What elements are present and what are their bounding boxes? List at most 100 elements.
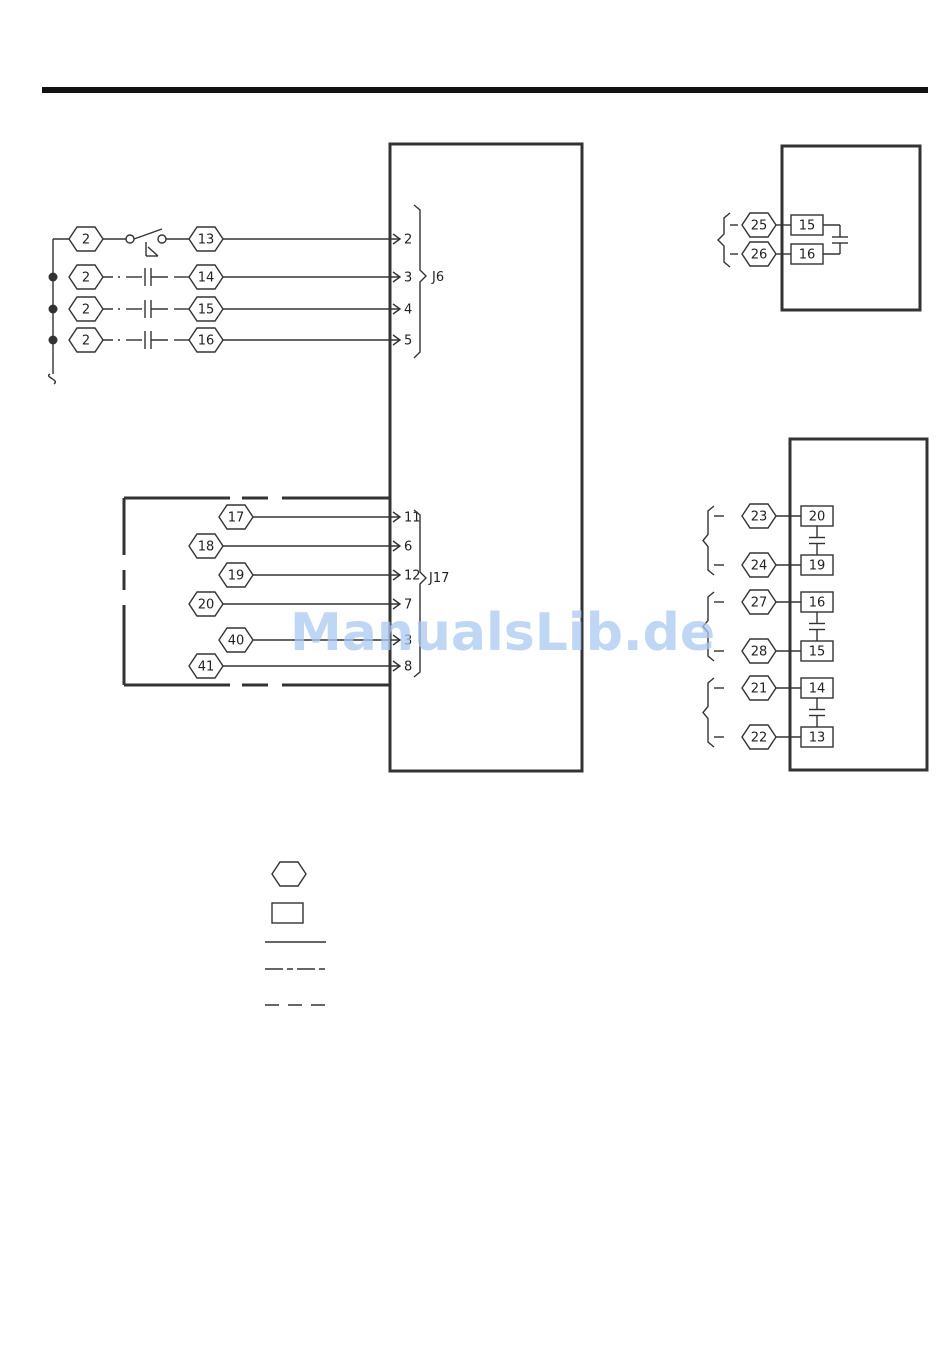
wire-marker-from: 2 xyxy=(69,265,103,289)
right-bottom-wire-rows: 23 20 24 19 27 16 28 15 21 14 22 13 xyxy=(703,504,833,749)
wire-number: 20 xyxy=(198,598,215,613)
power-bus xyxy=(49,239,71,384)
wire-marker: 18 xyxy=(189,534,223,558)
pin-number: 5 xyxy=(404,334,412,349)
wire-marker-from: 2 xyxy=(69,297,103,321)
terminal: 14 xyxy=(801,678,833,698)
wire-marker: 21 xyxy=(742,676,776,700)
terminal-number: 14 xyxy=(809,682,826,697)
pin-number: 3 xyxy=(404,271,412,286)
wire-marker: 40 xyxy=(219,628,253,652)
right-top-capacitor xyxy=(823,225,848,254)
wire-marker: 23 xyxy=(742,504,776,528)
wire-number: 19 xyxy=(228,569,245,584)
wire-number: 13 xyxy=(198,233,215,248)
j6-brace: J6 xyxy=(414,205,444,358)
wire-number: 41 xyxy=(198,660,215,675)
wire-number: 27 xyxy=(751,596,768,611)
j17-wire-row: 18 6 xyxy=(189,534,412,558)
pin-number: 2 xyxy=(404,233,412,248)
terminal-number: 19 xyxy=(809,559,826,574)
wire-number: 28 xyxy=(751,645,768,660)
right-bottom-wire-row: 21 14 xyxy=(714,676,833,700)
terminal-number: 16 xyxy=(799,248,816,263)
right-bottom-wire-row: 27 16 xyxy=(714,590,833,614)
wire-number: 24 xyxy=(751,559,768,574)
terminal: 16 xyxy=(791,244,823,264)
left-wire-rows: 2 13 2 2 14 3 2 15 4 2 16 5 xyxy=(69,227,412,352)
wire-number: 2 xyxy=(82,303,90,318)
terminal: 20 xyxy=(801,506,833,526)
switch-contact xyxy=(126,235,134,243)
wire-marker: 28 xyxy=(742,639,776,663)
right-bottom-wire-row: 28 15 xyxy=(714,639,833,663)
wire-number: 40 xyxy=(228,634,245,649)
wire-number: 18 xyxy=(198,540,215,555)
wire-number: 2 xyxy=(82,271,90,286)
terminal-number: 13 xyxy=(809,731,826,746)
wire-number: 2 xyxy=(82,233,90,248)
wire-marker: 25 xyxy=(742,213,776,237)
wire-number: 2 xyxy=(82,334,90,349)
right-bottom-wire-row: 24 19 xyxy=(714,553,833,577)
right-bottom-wire-row: 23 20 xyxy=(714,504,833,528)
wire-marker: 22 xyxy=(742,725,776,749)
switch-contact xyxy=(158,235,166,243)
j17-label: J17 xyxy=(428,571,449,586)
watermark: ManualsLib.de xyxy=(290,603,715,663)
left-wire-row: 2 15 4 xyxy=(69,297,412,321)
wire-marker: 24 xyxy=(742,553,776,577)
terminal: 15 xyxy=(801,641,833,661)
wire-marker-from: 2 xyxy=(69,227,103,251)
wire-marker-to: 15 xyxy=(189,297,223,321)
wire-number: 26 xyxy=(751,248,768,263)
right-bottom-wire-row: 22 13 xyxy=(714,725,833,749)
wire-marker: 27 xyxy=(742,590,776,614)
header-rule xyxy=(42,87,928,93)
wire-marker-to: 14 xyxy=(189,265,223,289)
main-module-box xyxy=(390,144,582,771)
wire-number: 14 xyxy=(198,271,215,286)
left-wire-row: 2 14 3 xyxy=(69,265,412,289)
wire-number: 22 xyxy=(751,731,768,746)
wire-marker: 26 xyxy=(742,242,776,266)
right-top-wire-row: 25 15 xyxy=(730,213,823,237)
j6-label: J6 xyxy=(431,270,444,285)
pin-number: 6 xyxy=(404,540,412,555)
terminal: 16 xyxy=(801,592,833,612)
terminal-number: 15 xyxy=(799,219,816,234)
terminal-number: 20 xyxy=(809,510,826,525)
wire-marker-to: 13 xyxy=(189,227,223,251)
wire-number: 16 xyxy=(198,334,215,349)
pin-number: 4 xyxy=(404,303,412,318)
left-wire-row: 2 16 5 xyxy=(69,328,412,352)
legend xyxy=(265,862,326,1005)
right-top-brace xyxy=(718,213,730,267)
wire-number: 23 xyxy=(751,510,768,525)
wire-number: 17 xyxy=(228,511,245,526)
pair-brace xyxy=(703,678,714,747)
wire-marker-from: 2 xyxy=(69,328,103,352)
terminal: 19 xyxy=(801,555,833,575)
pin-number: 12 xyxy=(404,569,421,584)
left-wire-row: 2 13 2 xyxy=(69,227,412,256)
right-top-wire-rows: 25 15 26 16 xyxy=(730,213,823,266)
wire-marker: 20 xyxy=(189,592,223,616)
terminal: 13 xyxy=(801,727,833,747)
right-top-wire-row: 26 16 xyxy=(730,242,823,266)
wire-marker: 17 xyxy=(219,505,253,529)
terminal-number: 15 xyxy=(809,645,826,660)
switch-actuator xyxy=(148,247,158,256)
terminal-number: 16 xyxy=(809,596,826,611)
wire-marker-to: 16 xyxy=(189,328,223,352)
pair-brace xyxy=(703,506,714,575)
wire-number: 15 xyxy=(198,303,215,318)
legend-rectangle-symbol xyxy=(272,903,303,923)
wire-marker: 19 xyxy=(219,563,253,587)
wire-number: 25 xyxy=(751,219,768,234)
legend-hexagon-symbol xyxy=(272,862,306,886)
wire-number: 21 xyxy=(751,682,768,697)
terminal: 15 xyxy=(791,215,823,235)
wire-marker: 41 xyxy=(189,654,223,678)
